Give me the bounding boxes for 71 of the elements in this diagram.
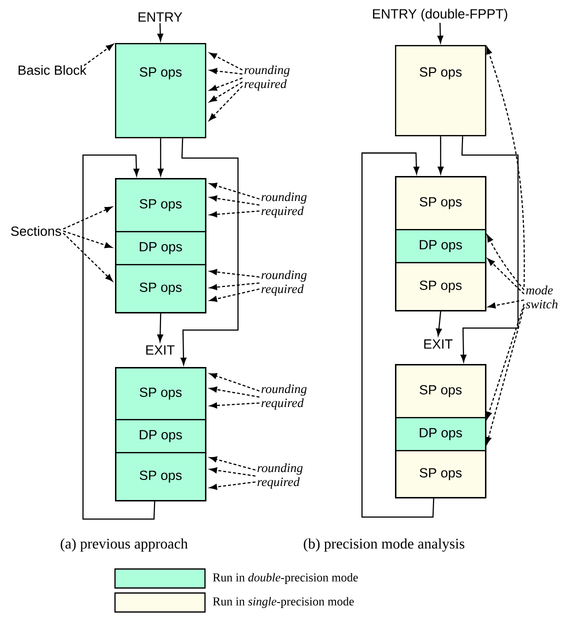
leader-arrow: [486, 306, 525, 444]
leader-arrow: [210, 210, 260, 218]
leader-arrow: [486, 46, 525, 288]
leader-arrow: [210, 481, 256, 490]
section-box: DP ops: [115, 419, 206, 454]
leader-arrow: [62, 230, 112, 248]
leader-arrow: [62, 206, 112, 230]
arrow: [157, 23, 164, 42]
caption: (b) precision mode analysis: [304, 538, 464, 552]
leader-arrow: [210, 456, 256, 471]
leader-arrow: [210, 195, 260, 206]
leader-arrow: [209, 182, 260, 200]
leader-arrow: [210, 68, 242, 75]
exit-label: EXIT: [146, 345, 175, 355]
leader-arrow: [486, 304, 525, 420]
arrow: [460, 136, 519, 362]
leader-arrow: [210, 282, 260, 290]
code-block-box: [395, 176, 486, 312]
section-box: SP ops: [115, 178, 206, 232]
leader-arrow: [486, 234, 524, 290]
arrow: [436, 311, 442, 336]
section-box: SP ops: [115, 367, 206, 420]
leader-arrow: [210, 386, 260, 398]
code-block-box: SP ops: [115, 43, 206, 138]
arrow: [437, 22, 444, 44]
entry-label: ENTRY: [138, 12, 182, 22]
section-box: SP ops: [395, 364, 486, 418]
section-box: DP ops: [115, 231, 206, 266]
section-box: SP ops: [115, 452, 206, 502]
exit-label: EXIT: [424, 339, 453, 349]
code-block-box: [115, 367, 206, 502]
arrow: [438, 136, 444, 174]
leader-arrow: [209, 52, 243, 70]
annotation-label: Sections: [11, 226, 62, 236]
section-box: SP ops: [115, 264, 206, 314]
code-block-box: [395, 364, 486, 498]
annotation-label: rounding required: [262, 384, 307, 410]
arrow: [180, 138, 239, 366]
leader-arrow: [210, 288, 260, 302]
annotation-label: Basic Block: [18, 65, 86, 75]
arrow: [82, 154, 156, 520]
leader-arrow: [487, 258, 524, 294]
leader-arrow: [488, 299, 524, 308]
annotation-label: rounding required: [262, 270, 307, 296]
code-block-box: [115, 178, 206, 314]
legend-label: Run in single-precision mode: [212, 597, 354, 608]
leader-arrow: [62, 232, 113, 282]
section-box: SP ops: [395, 450, 486, 498]
arrow: [157, 313, 164, 342]
annotation-label: rounding required: [258, 463, 303, 489]
leader-arrow: [210, 402, 260, 408]
section-box: DP ops: [395, 417, 486, 452]
code-block-box: SP ops: [395, 45, 486, 136]
arrow: [158, 138, 164, 176]
leader-arrow: [210, 467, 256, 477]
leader-arrow: [210, 269, 260, 278]
annotation-label: rounding required: [244, 65, 290, 91]
section-box: DP ops: [395, 229, 486, 264]
annotation-label: mode switch: [526, 286, 558, 308]
caption: (a) previous approach: [60, 538, 188, 552]
section-box: SP ops: [395, 262, 486, 312]
legend-label: Run in double-precision mode: [212, 573, 358, 584]
leader-arrow: [208, 86, 243, 121]
leader-arrow: [209, 77, 243, 91]
entry-label: ENTRY (double-FPPT): [373, 8, 508, 22]
arrow: [361, 152, 434, 518]
section-box: SP ops: [395, 176, 486, 230]
leader-arrow: [209, 373, 260, 392]
leader-arrow: [84, 44, 114, 66]
annotation-label: rounding required: [262, 192, 307, 218]
leader-arrow: [209, 82, 243, 102]
